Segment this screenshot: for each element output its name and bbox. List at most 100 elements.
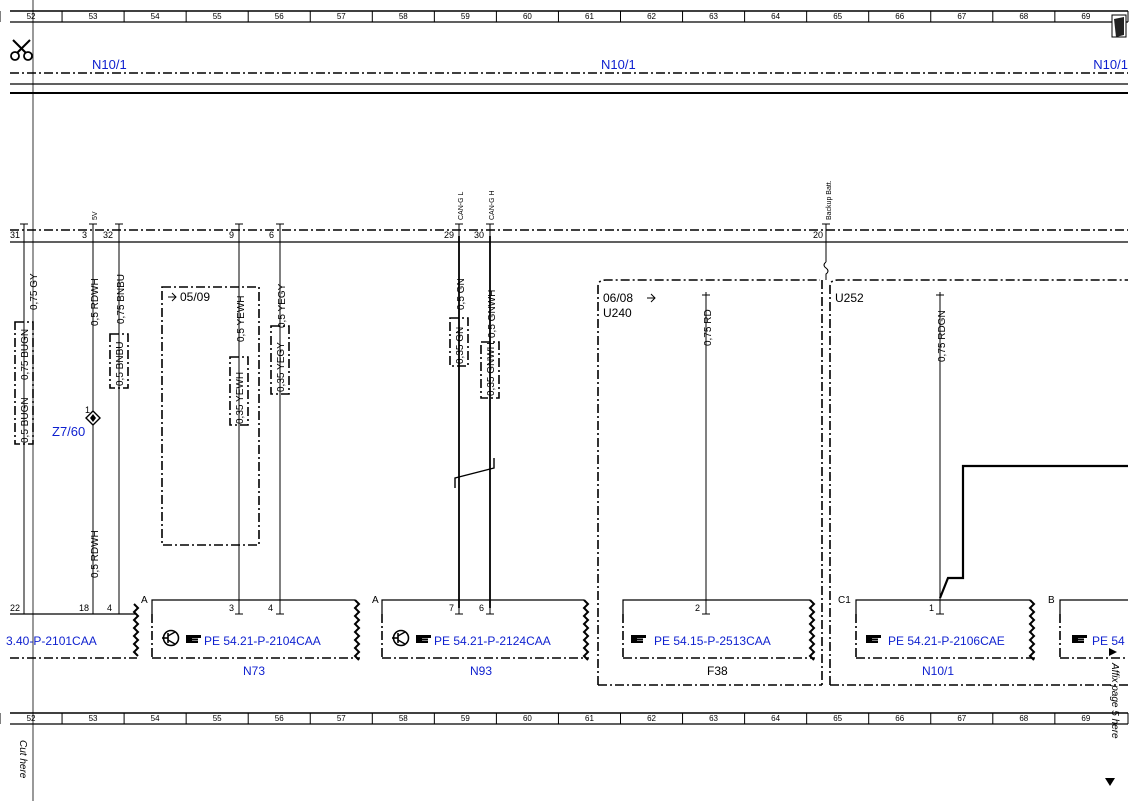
variant-frame-u240: 06/08 U240 — [597, 279, 823, 686]
pin-number: 7 — [449, 603, 454, 613]
pin-number: 9 — [229, 230, 234, 240]
cut-here-note: Cut here — [17, 740, 28, 779]
pin-signal: CAN-G L — [458, 192, 465, 221]
top-ruler-cell: 54 — [151, 12, 160, 21]
pin-number: 32 — [103, 230, 113, 240]
module-label-center: N10/1 — [601, 57, 636, 72]
bottom-ruler-cell: 54 — [151, 714, 160, 723]
scissors-icon — [10, 39, 33, 61]
splice-point: 1 Z7/60 — [52, 405, 101, 439]
module-label-right: N10/1 — [1093, 57, 1128, 72]
routing-line — [938, 464, 1128, 599]
reference-texts: 3.40-P-2101CAA PE 54.21-P-2104CAA PE 54.… — [6, 629, 1125, 648]
pin-number: 29 — [444, 230, 454, 240]
pin-number: 6 — [269, 230, 274, 240]
page-corner-icon — [1111, 14, 1127, 38]
pin-number: 4 — [107, 603, 112, 613]
wire-label: 0,5 GNWH — [487, 290, 498, 338]
pin-number: 20 — [813, 230, 823, 240]
bottom-ruler-cell: 68 — [1019, 714, 1028, 723]
top-ruler-cell: 65 — [833, 12, 842, 21]
top-pin-numbers: 31 3 32 9 6 29 30 20 — [10, 230, 823, 240]
wire-label: 0,5 RDWH — [90, 278, 101, 326]
wire-label: 0,75 RD — [703, 309, 714, 346]
ref-text: PE 54.21-P-2124CAA — [434, 634, 551, 648]
top-ruler-cell: 67 — [957, 12, 966, 21]
pin-number: 30 — [474, 230, 484, 240]
top-ruler-cell: 57 — [337, 12, 346, 21]
bottom-pin-numbers: 22 18 4 3 4 7 6 2 1 — [10, 603, 934, 613]
triangle-marker-icon — [1109, 648, 1117, 656]
ref-text: PE 54 — [1092, 634, 1125, 648]
transistor-icon — [162, 629, 180, 647]
pin-number: 2 — [695, 603, 700, 613]
affix-page-note: Affix page 5 here — [1109, 662, 1120, 739]
bottom-ruler-cell: 55 — [213, 714, 222, 723]
top-ruler-cell: 56 — [275, 12, 284, 21]
variant-code: U252 — [835, 291, 864, 305]
ref-text: PE 54.21-P-2106CAE — [888, 634, 1005, 648]
pin-number: 6 — [479, 603, 484, 613]
pin-signal: 5V — [92, 211, 99, 220]
variant-frame-0509: 05/09 — [161, 286, 260, 546]
bottom-ruler-cell: 61 — [585, 714, 594, 723]
bottom-ruler-cell: 62 — [647, 714, 656, 723]
top-ruler-cell: 55 — [213, 12, 222, 21]
connector-labels: 0,5 BUGN 0,75 BUGN 0,5 BNBU 0,35 YEWH 0,… — [20, 327, 497, 443]
pin-number: 4 — [268, 603, 273, 613]
component-label: N10/1 — [922, 664, 954, 678]
top-pin-ticks — [20, 223, 830, 236]
wires — [23, 236, 941, 608]
bottom-ruler-cell: 64 — [771, 714, 780, 723]
wire-label: 0,75 GY — [29, 273, 40, 310]
wire-label: 0,5 RDWH — [90, 530, 101, 578]
pin-number: 18 — [79, 603, 89, 613]
connector-label: 0,35 GN — [455, 327, 466, 364]
top-ruler-cell: 52 — [27, 12, 36, 21]
wire-caps — [702, 292, 944, 298]
wire-label: 0,75 BNBU — [116, 274, 127, 324]
connector-letter: A — [141, 595, 148, 606]
ref-text: PE 54.21-P-2104CAA — [204, 634, 321, 648]
top-ruler-cell: 60 — [523, 12, 532, 21]
top-ruler-cell: 58 — [399, 12, 408, 21]
pointing-hand-icon — [866, 635, 881, 643]
top-ruler-cell: 61 — [585, 12, 594, 21]
connector-label: 0,35 YEWH — [235, 372, 246, 424]
top-ruler-cell: 53 — [89, 12, 98, 21]
top-pin-signals: 5V CAN-G L CAN-G H Backup Batt. — [92, 180, 833, 220]
bottom-ruler-cell: 52 — [27, 714, 36, 723]
component-label: F38 — [707, 664, 728, 678]
component-label: N73 — [243, 664, 265, 678]
top-ruler-cell: 63 — [709, 12, 718, 21]
pin-signal: CAN-G H — [489, 190, 496, 220]
bottom-ruler-cell: 53 — [89, 714, 98, 723]
pin-signal: Backup Batt. — [826, 180, 833, 220]
module-label-left: N10/1 — [92, 57, 127, 72]
pin-number: 22 — [10, 603, 20, 613]
ref-text: PE 54.15-P-2513CAA — [654, 634, 771, 648]
pointing-hand-icon — [631, 635, 646, 643]
top-ruler-cell: 68 — [1019, 12, 1028, 21]
pin-number: 3 — [82, 230, 87, 240]
bottom-ruler-cell: 63 — [709, 714, 718, 723]
wire-labels: 0,75 GY 0,5 RDWH 0,75 BNBU 0,5 YEWH 0,5 … — [29, 273, 948, 578]
ref-text: 3.40-P-2101CAA — [6, 634, 97, 648]
upper-connector-bar — [10, 229, 1128, 243]
connector-label: 0,5 BUGN — [20, 397, 31, 443]
pointing-hand-icon — [186, 635, 201, 643]
module-header: N10/1 N10/1 N10/1 — [10, 57, 1128, 94]
lower-connector-bar: A A C1 B — [10, 595, 1128, 661]
connector-letter: A — [372, 595, 379, 606]
wire-label: 0,5 GN — [456, 278, 467, 310]
triangle-marker-icon — [1105, 778, 1115, 786]
connector-label: 0,75 BUGN — [20, 329, 31, 380]
wire-twist — [454, 458, 495, 488]
splice-pin: 1 — [85, 405, 90, 415]
variant-frame-u252: U252 — [829, 279, 1128, 686]
bottom-ruler-cell: 66 — [895, 714, 904, 723]
wire-label: 0,5 YEWH — [236, 296, 247, 343]
